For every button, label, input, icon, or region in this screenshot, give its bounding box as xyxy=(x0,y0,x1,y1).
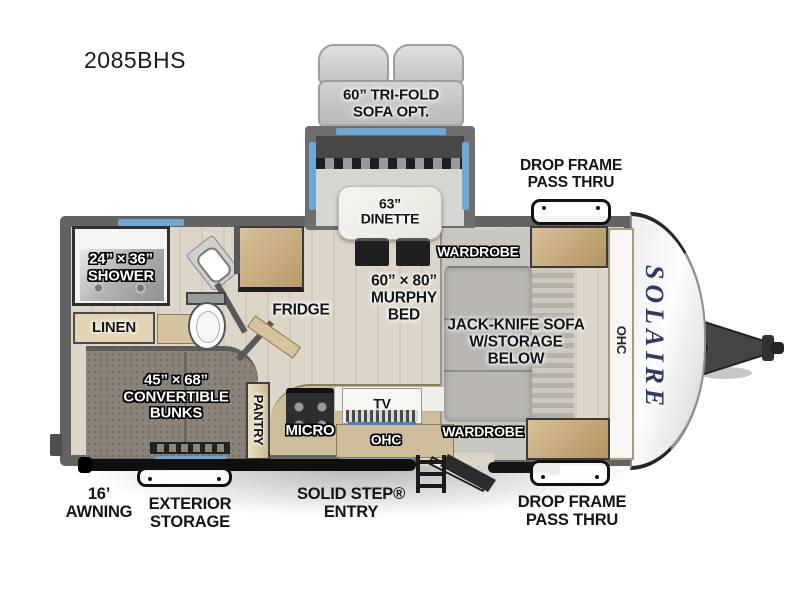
rivet-dot xyxy=(148,477,152,481)
awning-label: 16’ AWNING xyxy=(65,485,133,521)
convertible-bunks xyxy=(86,346,258,458)
tv-accent xyxy=(348,422,416,425)
rivet-dot xyxy=(596,206,600,210)
drop-frame-rear-label: DROP FRAME PASS THRU xyxy=(517,493,627,529)
jack-knife-sofa xyxy=(444,266,532,422)
tv-label: TV xyxy=(373,395,391,412)
bath-wall xyxy=(234,226,240,274)
solid-step-label: SOLID STEP® ENTRY xyxy=(296,485,406,521)
shower-glass xyxy=(80,249,164,301)
awning-rail xyxy=(78,457,416,473)
slide-window-accent-left xyxy=(309,142,316,210)
drop-frame-front-label: DROP FRAME PASS THRU xyxy=(520,156,622,191)
slide-window-accent-top xyxy=(336,128,446,135)
exterior-storage-label: EXTERIOR STORAGE xyxy=(148,495,232,531)
slide-window xyxy=(316,136,464,158)
fridge-label: FRIDGE xyxy=(272,301,330,319)
rivet-dot xyxy=(541,475,545,479)
pass-thru-door-top xyxy=(531,199,611,225)
bunk-ladder xyxy=(150,442,230,454)
rivet-dot xyxy=(542,206,546,210)
sofa-cushion xyxy=(393,44,464,84)
dinette-chair xyxy=(355,238,389,266)
sofa-seat xyxy=(318,80,464,128)
exterior-storage-door xyxy=(137,467,232,487)
rivet-dot xyxy=(217,477,221,481)
linen-cabinet xyxy=(73,312,155,344)
dinette-chair xyxy=(396,238,430,266)
bench-back xyxy=(316,158,464,169)
tv-vent xyxy=(346,410,418,422)
shower-label: 24” × 36” SHOWER xyxy=(87,250,155,284)
kitchen-ohc-label: OHC xyxy=(370,431,402,448)
rivet-dot xyxy=(595,475,599,479)
dinette-label: 63” DINETTE xyxy=(360,195,420,227)
toilet-seat xyxy=(196,311,220,343)
brand-logo: SOLAIRE xyxy=(640,264,669,412)
front-overhead-cabinet xyxy=(608,228,634,460)
bunks-label: 45” × 68” CONVERTIBLE BUNKS xyxy=(123,371,229,422)
window-accent-rear-top xyxy=(118,219,184,226)
rear-bumper xyxy=(50,434,62,456)
sofa-cushion xyxy=(318,44,389,84)
micro-label: MICRO xyxy=(285,421,335,439)
fridge xyxy=(238,226,304,292)
pantry xyxy=(246,382,270,460)
wardrobe-top-label: WARDROBE xyxy=(437,243,519,260)
pass-thru-door-bottom xyxy=(530,460,610,486)
model-title: 2085BHS xyxy=(84,47,186,73)
wardrobe-bottom-label: WARDROBE xyxy=(442,423,524,440)
linen-label: LINEN xyxy=(91,318,137,336)
wardrobe-top xyxy=(530,226,608,268)
bedding xyxy=(532,248,574,438)
hitch-a-frame xyxy=(695,317,784,379)
dinette-table xyxy=(338,186,442,240)
stove xyxy=(286,388,334,432)
toilet xyxy=(188,302,226,350)
slide-window-accent-right xyxy=(462,142,469,210)
bunk-divider xyxy=(184,352,187,452)
murphy-bed-label: 60” × 80” MURPHY BED xyxy=(371,272,437,324)
wardrobe-bottom xyxy=(526,418,610,460)
entry-steps xyxy=(416,454,496,493)
front-ohc-label: OHC xyxy=(614,325,630,355)
awning-end-cap xyxy=(78,457,92,473)
jack-knife-sofa-label: JACK-KNIFE SOFA W/STORAGE BELOW xyxy=(447,316,585,368)
trifold-sofa-label: 60” TRI-FOLD SOFA OPT. xyxy=(343,86,439,120)
shower-stall xyxy=(72,226,170,306)
pantry-label: PANTRY xyxy=(251,394,267,446)
